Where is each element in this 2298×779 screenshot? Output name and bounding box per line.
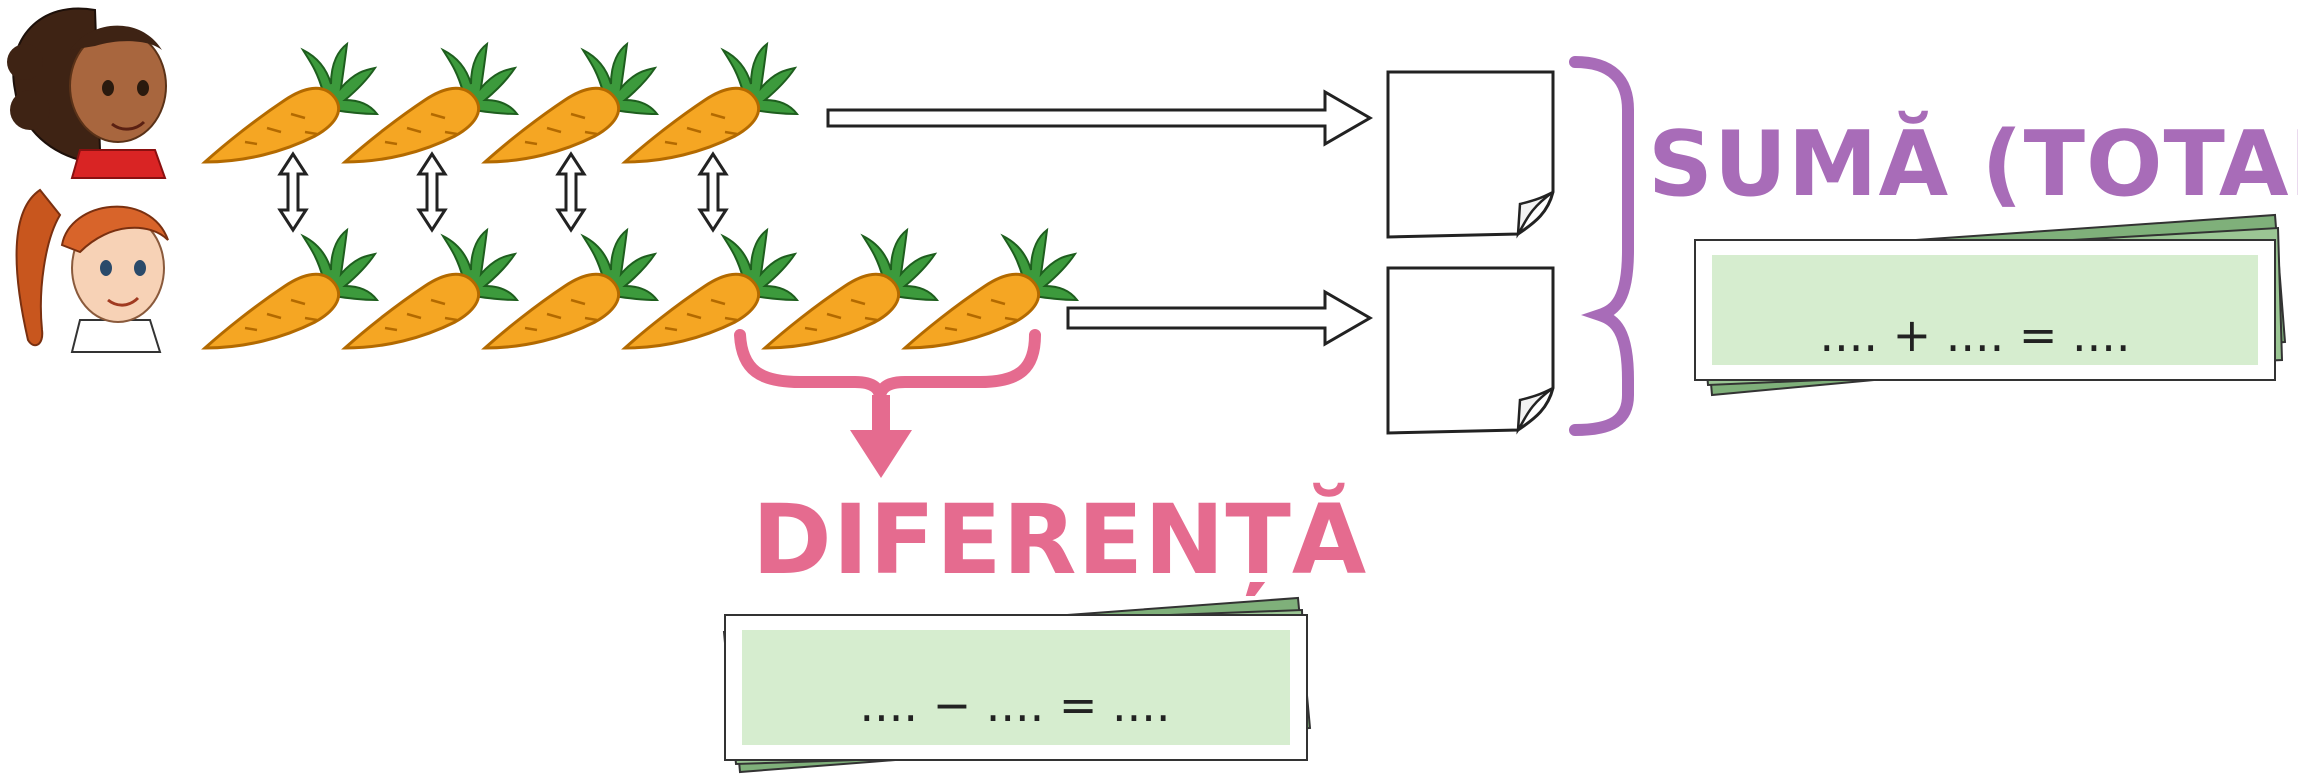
carrot-icon xyxy=(343,228,519,350)
right-arrow-icon xyxy=(826,89,1373,147)
carrot-icon xyxy=(623,42,799,164)
double-arrow-icon xyxy=(278,152,308,232)
carrot-icon xyxy=(203,228,379,350)
girl-dark-hair-avatar xyxy=(7,7,167,179)
carrot-icon xyxy=(483,42,659,164)
carrot-icon xyxy=(343,42,519,164)
carrot-icon xyxy=(483,228,659,350)
blank-note-icon xyxy=(1386,70,1555,239)
double-arrow-icon xyxy=(417,152,447,232)
blank-note-icon xyxy=(1386,266,1555,435)
double-arrow-icon xyxy=(556,152,586,232)
pairing-arrows xyxy=(278,152,728,232)
double-arrow-icon xyxy=(698,152,728,232)
carrot-icon xyxy=(763,228,939,350)
difference-answer-card xyxy=(722,596,1312,774)
carrot-row-bottom xyxy=(203,228,1079,350)
difference-title: DIFERENȚĂ xyxy=(752,484,1368,596)
girl-red-hair-avatar xyxy=(15,188,169,353)
carrot-icon xyxy=(903,228,1079,350)
purple-brace-icon xyxy=(1569,56,1634,436)
carrot-icon xyxy=(203,42,379,164)
down-arrow-icon xyxy=(850,395,912,478)
sum-formula: .... + .... = .... xyxy=(1819,308,2131,362)
sum-title: SUMĂ (TOTAL) xyxy=(1648,112,2298,217)
difference-formula: .... − .... = .... xyxy=(859,678,1171,732)
carrot-row-top xyxy=(203,42,799,164)
right-arrow-icon xyxy=(1066,289,1373,347)
carrot-icon xyxy=(623,228,799,350)
sum-answer-card xyxy=(1694,213,2287,397)
